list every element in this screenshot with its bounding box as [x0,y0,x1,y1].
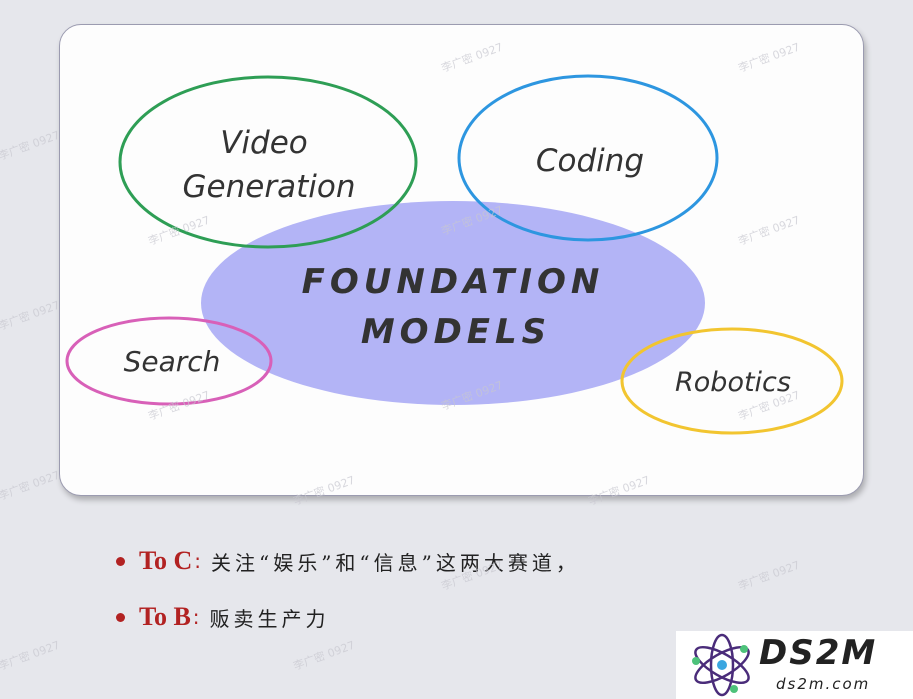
foundation-models-diagram: FOUNDATION MODELS Video Generation Codin… [65,74,844,435]
bullet-text: 关注“娱乐”和“信息”这两大赛道， [210,550,580,575]
center-label-line1: FOUNDATION [302,262,605,302]
search-ellipse [65,316,273,406]
center-label-line2: MODELS [361,312,551,352]
robotics-label: Robotics [675,367,791,398]
watermark-text: 李广密 0927 [0,298,62,333]
video-generation-label-line2: Generation [183,169,356,205]
ds2m-logo: DS2M ds2m.com [676,631,913,699]
video-generation-label-line1: Video [220,125,308,161]
bullet-dot [116,612,125,622]
bullet-item: To B : 贩卖生产力 [116,602,330,632]
search-label: Search [124,345,221,378]
bullet-text: 贩卖生产力 [209,606,330,631]
bullet-key: To B [139,602,191,631]
logo-url: ds2m.com [776,675,871,693]
bullet-colon: : [192,605,200,629]
bullet-item: To C : 关注“娱乐”和“信息”这两大赛道， [116,546,580,576]
watermark-text: 李广密 0927 [0,638,62,673]
logo-name: DS2M [759,633,878,673]
coding-ellipse [457,74,719,242]
coding-label: Coding [536,143,644,179]
diagram-card: FOUNDATION MODELS Video Generation Codin… [59,24,864,496]
bullet-dot [116,556,125,566]
bullet-colon: : [194,549,201,573]
video-generation-ellipse [118,75,418,249]
robotics-ellipse [620,327,844,435]
watermark-text: 李广密 0927 [291,638,356,673]
watermark-text: 李广密 0927 [736,558,801,593]
watermark-text: 李广密 0927 [0,128,62,163]
watermark-text: 李广密 0927 [0,468,62,503]
atom-icon [692,633,750,697]
foundation-models-ellipse [201,201,705,405]
bullet-key: To C [139,546,193,575]
